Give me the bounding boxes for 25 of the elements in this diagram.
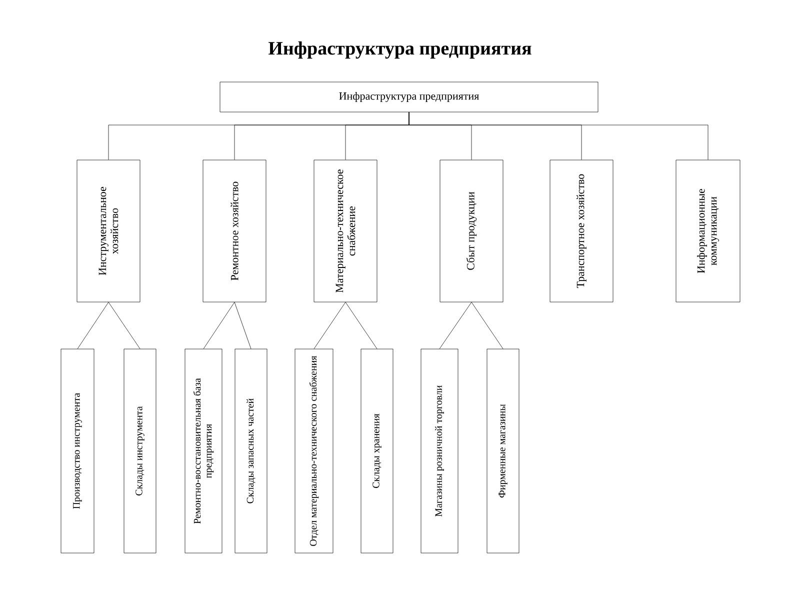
org-box: Ремонтно-восстановительная база предприятия	[184, 348, 222, 554]
org-box: Магазины розничной торговли	[420, 348, 458, 554]
org-box: Склады хранения	[360, 348, 394, 554]
connector-line	[203, 302, 235, 349]
connector-line	[471, 302, 504, 349]
connector-line	[314, 302, 346, 349]
org-box: Информационные коммуникации	[676, 160, 740, 302]
org-box: Фирменные магазины	[486, 348, 520, 554]
org-box: Сбыт продукции	[440, 160, 504, 302]
connector-line	[439, 302, 472, 349]
org-box: Материально-техническое снабжение	[314, 160, 378, 302]
connector-line	[77, 302, 109, 349]
org-box: Склады инструмента	[124, 348, 156, 554]
org-box: Отдел материально-технического снабжения	[294, 348, 334, 554]
org-box: Производство инструмента	[60, 348, 94, 554]
org-box: Ремонтное хозяйство	[202, 160, 266, 302]
connector-line	[345, 302, 378, 349]
org-box: Инструментальное хозяйство	[76, 160, 140, 302]
connector-line	[108, 302, 140, 349]
top-box: Инфраструктура предприятия	[220, 82, 598, 112]
org-box: Транспортное хозяйство	[550, 160, 614, 302]
connector-line	[408, 112, 708, 160]
org-box: Склады запасных частей	[234, 348, 268, 554]
title: Инфраструктура предприятия	[268, 41, 532, 59]
connector-line	[234, 302, 252, 349]
